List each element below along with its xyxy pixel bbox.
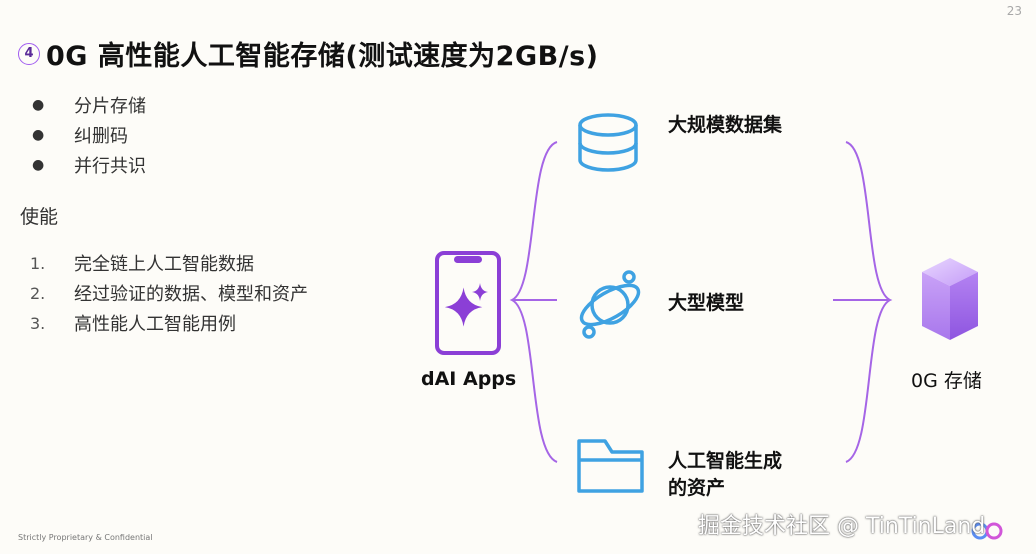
list-item: 2. 经过验证的数据、模型和资产 [30, 278, 308, 308]
item-text: 高性能人工智能用例 [74, 314, 236, 335]
folder-icon [577, 439, 644, 493]
page-title: 0G 高性能人工智能存储(测试速度为2GB/s) [46, 41, 599, 72]
list-item: 1. 完全链上人工智能数据 [30, 248, 308, 278]
database-icon [578, 113, 638, 172]
list-item: 3. 高性能人工智能用例 [30, 308, 308, 338]
section-heading: 使能 [20, 206, 59, 228]
watermark: 掘金技术社区 @ TinTinLand [698, 514, 986, 539]
footer-confidential: Strictly Proprietary & Confidential [18, 533, 153, 542]
bullet-text: 并行共识 [74, 156, 146, 177]
left-bracket [509, 141, 558, 463]
right-bracket [845, 141, 893, 463]
list-item: ● 并行共识 [32, 150, 146, 180]
item-text: 完全链上人工智能数据 [74, 254, 254, 275]
atom-icon [579, 270, 641, 339]
list-item: ● 纠删码 [32, 120, 146, 150]
bullet-dot: ● [32, 127, 45, 143]
generated-assets-line1: 人工智能生成 [668, 450, 783, 472]
bullet-dot: ● [32, 97, 45, 113]
item-text: 经过验证的数据、模型和资产 [74, 284, 308, 305]
page-number: 23 [1006, 4, 1022, 18]
generated-assets-line2: 的资产 [668, 477, 726, 499]
og-storage-label: 0G 存储 [911, 370, 982, 392]
title-number-badge: 4 [18, 42, 40, 65]
generated-assets-label: 人工智能生成 的资产 [668, 448, 782, 502]
ordered-list: 1. 完全链上人工智能数据 2. 经过验证的数据、模型和资产 3. 高性能人工智能用例 [30, 248, 308, 338]
tintinland-logo-icon [971, 522, 1003, 540]
bullet-text: 纠删码 [74, 126, 128, 147]
dataset-label: 大规模数据集 [668, 114, 783, 136]
model-label: 大型模型 [668, 292, 745, 314]
item-number: 2. [30, 283, 46, 303]
bullet-dot: ● [32, 157, 45, 173]
item-number: 3. [30, 313, 46, 333]
item-number: 1. [30, 253, 46, 273]
dai-apps-label: dAI Apps [421, 368, 517, 390]
bullet-text: 分片存储 [74, 96, 146, 117]
phone-icon [435, 251, 501, 355]
cube-icon [922, 258, 978, 340]
bullet-list: ● 分片存储 ● 纠删码 ● 并行共识 [32, 90, 146, 180]
slide-title: 4 0G 高性能人工智能存储(测试速度为2GB/s) [18, 34, 599, 73]
list-item: ● 分片存储 [32, 90, 146, 120]
